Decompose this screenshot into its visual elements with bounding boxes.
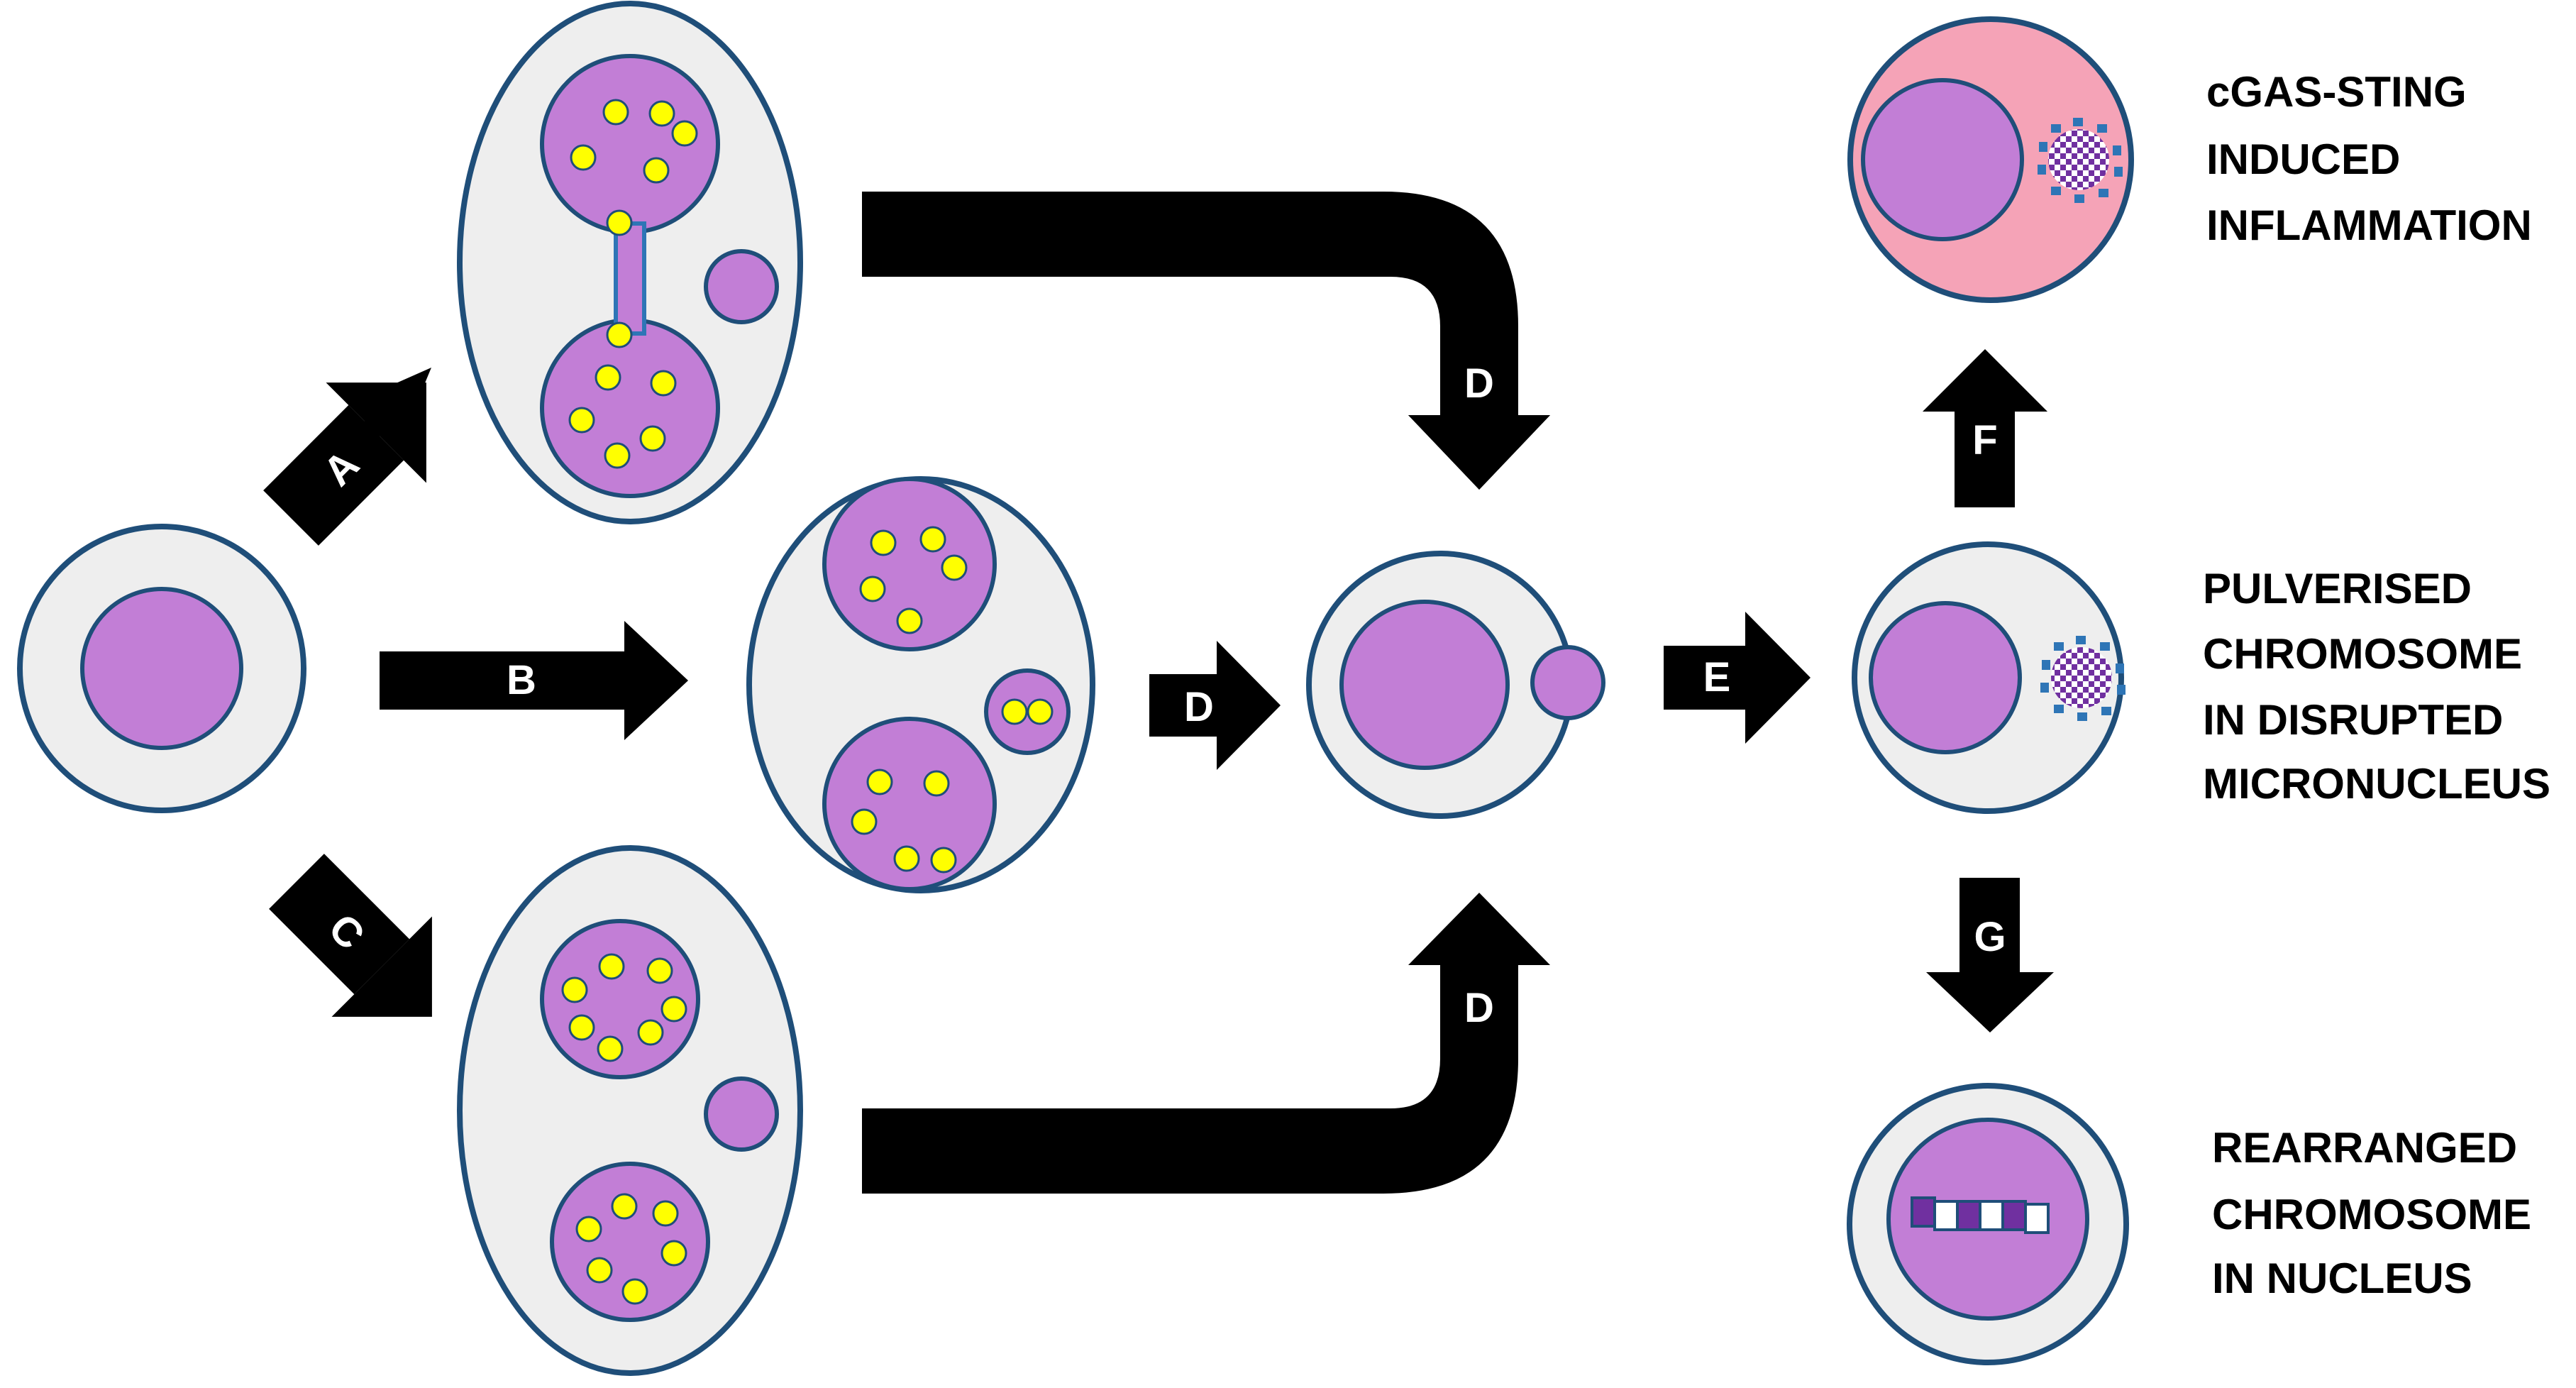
arrow-d-top-label: D: [1464, 360, 1494, 407]
arrow-f-label: F: [1972, 417, 1997, 463]
nucleus: [1339, 600, 1510, 770]
arrow-f: F: [1923, 349, 2047, 507]
cell-bridge: [457, 1, 803, 524]
disrupted-micronucleus: [2038, 118, 2123, 203]
arrow-e: E: [1664, 612, 1811, 744]
arrow-d-bottom: D: [862, 893, 1550, 1194]
arrow-d-mid-label: D: [1184, 684, 1214, 730]
lower-daughter-nucleus: [540, 318, 720, 498]
arrow-e-label: E: [1703, 654, 1731, 700]
arrow-b: B: [380, 621, 688, 740]
rearranged-line-2: CHROMOSOME: [2212, 1191, 2531, 1238]
inflammation-line-2: INDUCED: [2206, 136, 2400, 183]
arrow-d-bottom-label: D: [1464, 985, 1494, 1031]
rearranged-line-3: IN NUCLEUS: [2212, 1255, 2472, 1302]
micronucleated-cell: [1306, 551, 1605, 819]
micronucleus: [1530, 645, 1605, 720]
arrow-d-top: D: [862, 192, 1550, 490]
nucleus: [1869, 601, 2022, 754]
arrow-g-label: G: [1974, 914, 2006, 960]
micronucleus: [704, 249, 779, 324]
label-pulverised: PULVERISED CHROMOSOME IN DISRUPTED MICRO…: [2203, 565, 2550, 808]
inflammation-line-1: cGAS-STING: [2206, 68, 2467, 116]
pulverised-line-1: PULVERISED: [2203, 565, 2472, 612]
upper-daughter-nucleus: [822, 477, 997, 651]
nucleus: [80, 587, 243, 750]
pulverised-line-4: MICRONUCLEUS: [2203, 760, 2550, 808]
arrow-d-mid: D: [1149, 641, 1281, 770]
nucleus: [1861, 78, 2024, 241]
micronucleus: [704, 1076, 779, 1152]
chromatin-bridge: [614, 221, 646, 336]
pulverised-line-2: CHROMOSOME: [2203, 630, 2522, 678]
arrow-b-label: B: [507, 657, 536, 703]
rearranged-line-1: REARRANGED: [2212, 1124, 2517, 1172]
starting-cell: [17, 524, 306, 813]
lower-daughter-nucleus: [822, 717, 997, 891]
inflammation-line-3: INFLAMMATION: [2206, 202, 2532, 249]
disrupted-micronucleus: [2040, 636, 2126, 721]
cell-missegregation: [457, 845, 803, 1376]
arrow-a-shape: A: [263, 382, 426, 546]
arrow-g: G: [1926, 878, 2054, 1032]
pulverised-cell: [1852, 541, 2126, 814]
label-inflammation: cGAS-STING INDUCED INFLAMMATION: [2206, 68, 2532, 249]
label-rearranged: REARRANGED CHROMOSOME IN NUCLEUS: [2212, 1124, 2531, 1302]
cell-lagging: [746, 476, 1095, 893]
arrow-c-shape: C: [269, 854, 432, 1017]
rearranged-chromosome: [1911, 1196, 2050, 1234]
rearranged-cell: [1847, 1083, 2129, 1365]
inflamed-cell: [1847, 16, 2134, 303]
pulverised-line-3: IN DISRUPTED: [2203, 696, 2503, 744]
